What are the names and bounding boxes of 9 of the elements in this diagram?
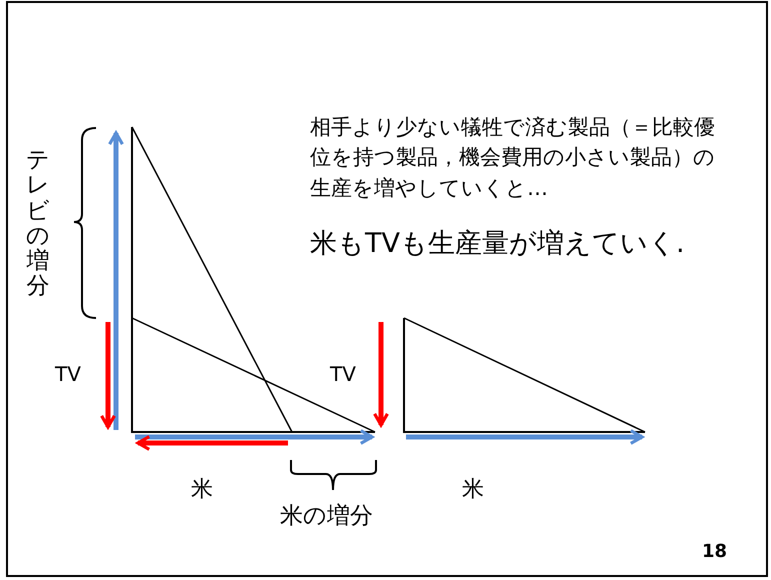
conclusion-text: 米もTVも生産量が増えていく.	[310, 228, 685, 260]
bracket-label: 米の増分	[280, 503, 373, 531]
axis-label: TV	[330, 362, 356, 386]
axis-label: TV	[55, 362, 81, 386]
explanation-text: 相手より少ない犠牲で済む製品（＝比較優位を持つ製品，機会費用の小さい製品）の生産を増やしていくと…	[310, 114, 716, 202]
page-number: 18	[702, 541, 728, 563]
axis-label: テレビの増分	[26, 148, 50, 300]
axis-label: 米	[191, 477, 213, 504]
axis-label: 米	[462, 477, 484, 504]
